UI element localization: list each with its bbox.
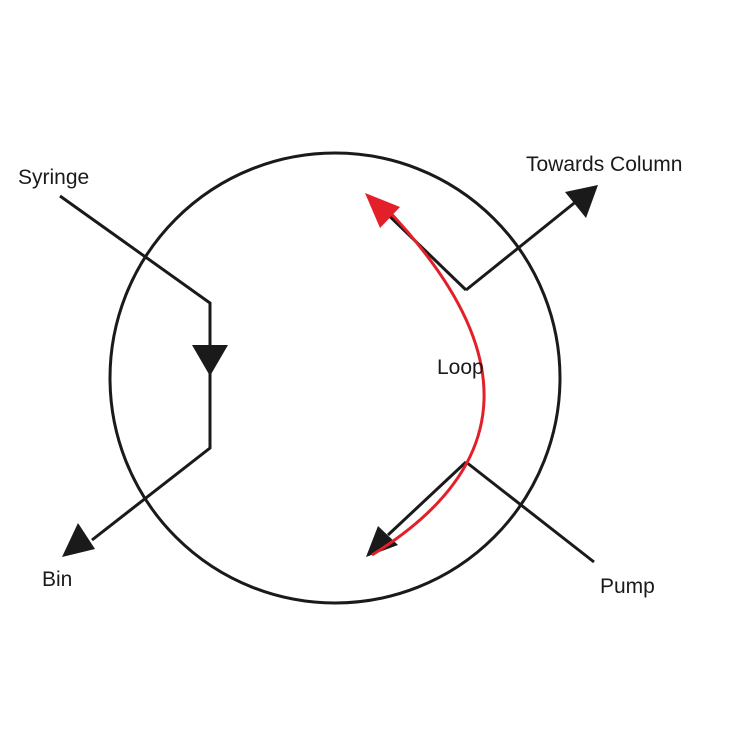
loop-lower-line — [386, 460, 468, 537]
pump-line — [465, 460, 595, 564]
bin-label: Bin — [42, 568, 73, 591]
syringe-to-bin-path — [59, 194, 212, 542]
loop-flow-curve — [371, 204, 486, 557]
loop-flow-arrowhead — [365, 193, 400, 228]
pump-label: Pump — [600, 575, 655, 598]
towards-column-arrowhead — [565, 185, 598, 218]
syringe-flow-arrowhead — [192, 345, 228, 376]
syringe-label: Syringe — [18, 166, 90, 189]
towards-column-label: Towards Column — [526, 153, 683, 176]
loop-lower-arrowhead — [366, 526, 398, 557]
bin-arrowhead — [62, 523, 95, 557]
loop-label: Loop — [437, 356, 484, 379]
towards-column-line — [465, 198, 579, 292]
valve-body-circle — [108, 151, 562, 605]
